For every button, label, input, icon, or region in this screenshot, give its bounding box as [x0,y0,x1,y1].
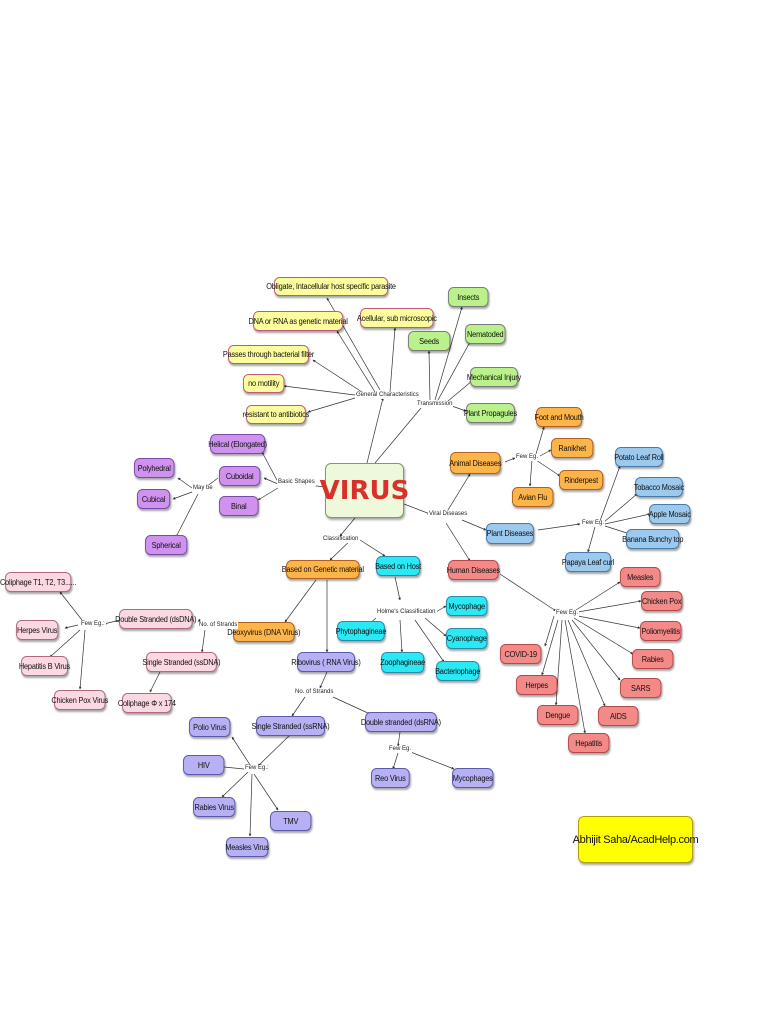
plant-propagules-node[interactable]: Plant Propagules [464,403,517,423]
ss-rna-node[interactable]: Single Stranded (ssRNA) [252,716,330,736]
apple-mosaic-node[interactable]: Apple Mosaic [649,504,691,524]
cuboidal-node[interactable]: Cuboidal [219,466,261,486]
transmission-label: Transmission [416,401,454,408]
bacteriophage-node[interactable]: Bacteriophage [435,661,480,681]
plant-few-eg-label: Few Eg. [581,520,606,527]
polio-virus-node[interactable]: Polio Virus [189,717,231,737]
tobacco-mosaic-node[interactable]: Tobacco Mosaic [634,477,684,497]
herpes-virus-node[interactable]: Herpes Virus [16,620,59,640]
mycophage-node[interactable]: Mycophage [446,596,488,616]
potato-leaf-roll-node[interactable]: Potato Leaf Roll [614,447,664,467]
genetic-material-classification-node[interactable]: Based on Genetic material [282,560,364,579]
helical-node[interactable]: Helical (Elongated) [208,434,267,454]
mechanical-injury-node[interactable]: Mechanical Injury [467,367,521,387]
chicken-pox-virus-node[interactable]: Chicken Pox Virus [51,690,108,710]
coliphage-t-node[interactable]: Coliphage T1, T2, T3...... [0,572,76,592]
ranikhet-node[interactable]: Ranikhet [551,438,594,458]
author-credit-box: Abhijit Saha/AcadHelp.com [573,816,699,863]
may-be-label: May be [192,485,214,492]
obligate-parasite-node[interactable]: Obligate, Intacellular host specific par… [266,277,396,296]
bacterial-filter-node[interactable]: Passes through bacterial filter [223,345,314,364]
dna-strands-label: No. of Strands [198,622,239,629]
cyanophage-node[interactable]: Cyanophage [446,628,488,649]
avian-flu-node[interactable]: Avian Flu [512,487,554,507]
tmv-node[interactable]: TMV [270,811,312,831]
chicken-pox-node[interactable]: Chicken Pox [641,591,683,611]
rna-strands-label: No. of Strands [294,689,335,696]
ssrna-few-eg-label: Few Eg.: [244,765,270,772]
dengue-node[interactable]: Dengue [537,705,579,725]
cubical-node[interactable]: Cubical [137,489,171,509]
virus-central-node[interactable]: VIRUS [320,463,409,518]
general-characteristics-label: General Characteristics [355,392,420,399]
polyhedral-node[interactable]: Polyhedral [134,458,175,478]
hiv-node[interactable]: HIV [183,755,225,775]
rabies-node[interactable]: Rabies [632,649,674,669]
basic-shapes-label: Basic Shapes [277,479,316,486]
aids-node[interactable]: AIDS [598,706,639,726]
papaya-leaf-curl-node[interactable]: Papaya Leaf curl [562,552,614,572]
nematoded-node[interactable]: Nematoded [465,324,506,344]
human-diseases-node[interactable]: Human Diseases [447,560,500,580]
phytophagineae-node[interactable]: Phytophagineae [336,621,386,641]
deoxyvirus-node[interactable]: Deoxyvirus (DNA Virus) [227,622,301,642]
holme-classification-label: Holme's Classification [376,609,437,616]
ds-rna-node[interactable]: Double stranded (dsRNA) [361,712,441,732]
genetic-material-node[interactable]: DNA or RNA as genetic material [248,311,348,331]
dsrna-few-eg-label: Few Eg. [388,746,413,753]
human-few-eg-label: Few Eg. [555,610,580,617]
herpes-node[interactable]: Herpes [516,675,558,695]
sars-node[interactable]: SARS [620,678,662,698]
ds-dna-node[interactable]: Double Stranded (dsDNA) [115,609,197,629]
animal-few-eg-label: Few Eg. [515,454,540,461]
binal-node[interactable]: Binal [219,496,259,516]
measles-virus-node[interactable]: Measles Virus [225,837,269,857]
poliomyelitis-node[interactable]: Poliomyelitis [640,621,682,641]
dna-few-eg-label: Few Eg.: [80,621,106,628]
ss-dna-node[interactable]: Single Stranded (ssDNA) [142,652,221,672]
viral-diseases-label: Viral Diseases [428,511,469,518]
hepatitis-b-virus-node[interactable]: Hepatitis B Virus [19,656,70,676]
banana-bunchy-top-node[interactable]: Banana Bunchy top [622,529,683,549]
seeds-node[interactable]: Seeds [408,331,451,351]
rabies-virus-node[interactable]: Rabies Virus [193,797,236,817]
zoophagineae-node[interactable]: Zoophagineae [380,652,425,673]
antibiotics-node[interactable]: resistant to antibiotics [243,405,309,424]
no-motility-node[interactable]: no motility [243,374,285,393]
measles-node[interactable]: Measles [620,567,661,587]
classification-label: Classification [322,536,360,543]
ribovirus-node[interactable]: Ribovirus ( RNA Virus) [291,652,361,672]
foot-and-mouth-node[interactable]: Foot and Mouth [535,407,584,427]
mycophages-node[interactable]: Mycophages [452,768,494,788]
spherical-node[interactable]: Spherical [145,535,188,555]
host-classification-node[interactable]: Based on Host [375,556,421,576]
acellular-node[interactable]: Acellular, sub microscopic [357,308,437,328]
plant-diseases-node[interactable]: Plant Diseases [486,523,534,544]
coliphage-phi-x174-node[interactable]: Coliphage Φ x 174 [118,693,176,713]
hepatitis-node[interactable]: Hepatitis [568,733,610,753]
rinderpest-node[interactable]: Rinderpest [559,470,604,490]
insects-node[interactable]: Insects [448,287,489,307]
covid-19-node[interactable]: COVID-19 [500,644,542,664]
animal-diseases-node[interactable]: Animal Diseases [449,452,502,474]
reo-virus-node[interactable]: Reo Virus [371,768,410,788]
